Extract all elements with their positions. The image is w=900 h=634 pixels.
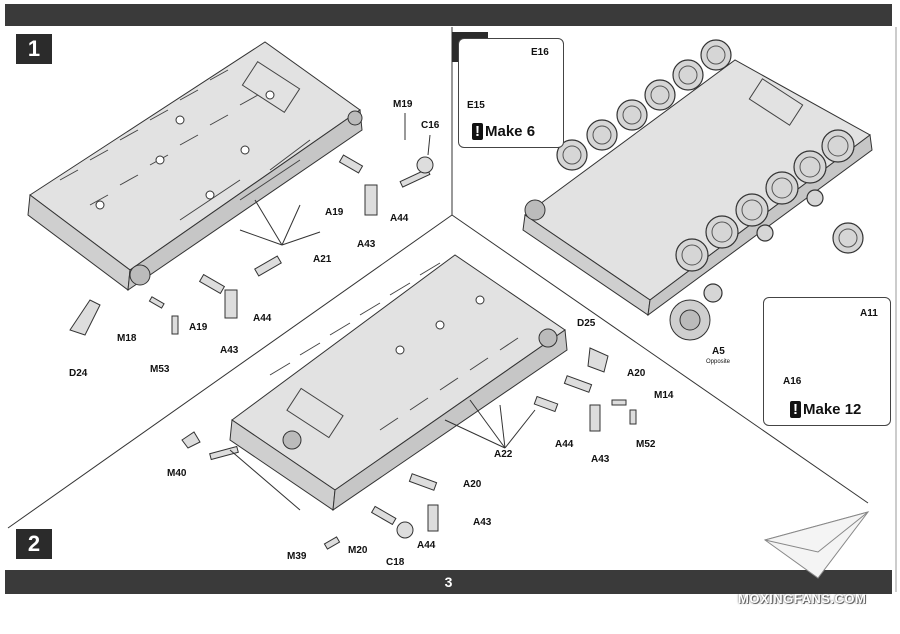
label-a44: A44 bbox=[390, 213, 409, 224]
label-a44: A44 bbox=[555, 439, 574, 450]
label-a20: A20 bbox=[627, 368, 646, 379]
step2-hull bbox=[181, 254, 637, 550]
header-bar bbox=[5, 4, 892, 26]
label-a19: A19 bbox=[189, 322, 208, 333]
label-d24: D24 bbox=[69, 368, 88, 379]
label-m40: M40 bbox=[167, 468, 187, 479]
label-a43: A43 bbox=[357, 239, 376, 250]
step3-hull bbox=[522, 39, 873, 341]
warning-icon: ! bbox=[790, 401, 801, 418]
label-m14: M14 bbox=[654, 390, 674, 401]
label-a11: A11 bbox=[860, 308, 878, 319]
label-a19: A19 bbox=[325, 207, 344, 218]
label-m39: M39 bbox=[287, 551, 307, 562]
step-number-1: 1 bbox=[16, 34, 52, 64]
make6-note: !Make 6 bbox=[472, 123, 535, 140]
label-m19: M19 bbox=[393, 99, 413, 110]
label-m52: M52 bbox=[636, 439, 656, 450]
step1-hull bbox=[27, 41, 434, 336]
make12-callout bbox=[763, 297, 891, 426]
label-a21: A21 bbox=[313, 254, 332, 265]
step-number-2: 2 bbox=[16, 529, 52, 559]
label-e15: E15 bbox=[467, 100, 485, 111]
label-a44: A44 bbox=[417, 540, 436, 551]
warning-icon: ! bbox=[472, 123, 483, 140]
label-e16: E16 bbox=[531, 47, 549, 58]
label-a20: A20 bbox=[463, 479, 482, 490]
divider-diagonal-right bbox=[451, 214, 869, 504]
label-d25: D25 bbox=[577, 318, 596, 329]
divider-diagonal-left bbox=[7, 214, 453, 529]
make12-note: !Make 12 bbox=[790, 401, 861, 418]
label-a43: A43 bbox=[220, 345, 239, 356]
page-number: 3 bbox=[5, 570, 892, 594]
label-c16: C16 bbox=[421, 120, 440, 131]
label-m53: M53 bbox=[150, 364, 170, 375]
label-a16: A16 bbox=[783, 376, 802, 387]
label-a22: A22 bbox=[494, 449, 513, 460]
label-c18: C18 bbox=[386, 557, 405, 568]
label-a5: A5 bbox=[712, 346, 725, 357]
paper-plane-logo bbox=[763, 511, 870, 579]
label-a5-opposite: Opposite bbox=[706, 359, 731, 365]
watermark: MOXINGFANS.COM bbox=[738, 591, 867, 606]
label-m18: M18 bbox=[117, 333, 137, 344]
label-a43: A43 bbox=[591, 454, 610, 465]
label-a44: A44 bbox=[253, 313, 272, 324]
label-m20: M20 bbox=[348, 545, 368, 556]
label-a43: A43 bbox=[473, 517, 492, 528]
